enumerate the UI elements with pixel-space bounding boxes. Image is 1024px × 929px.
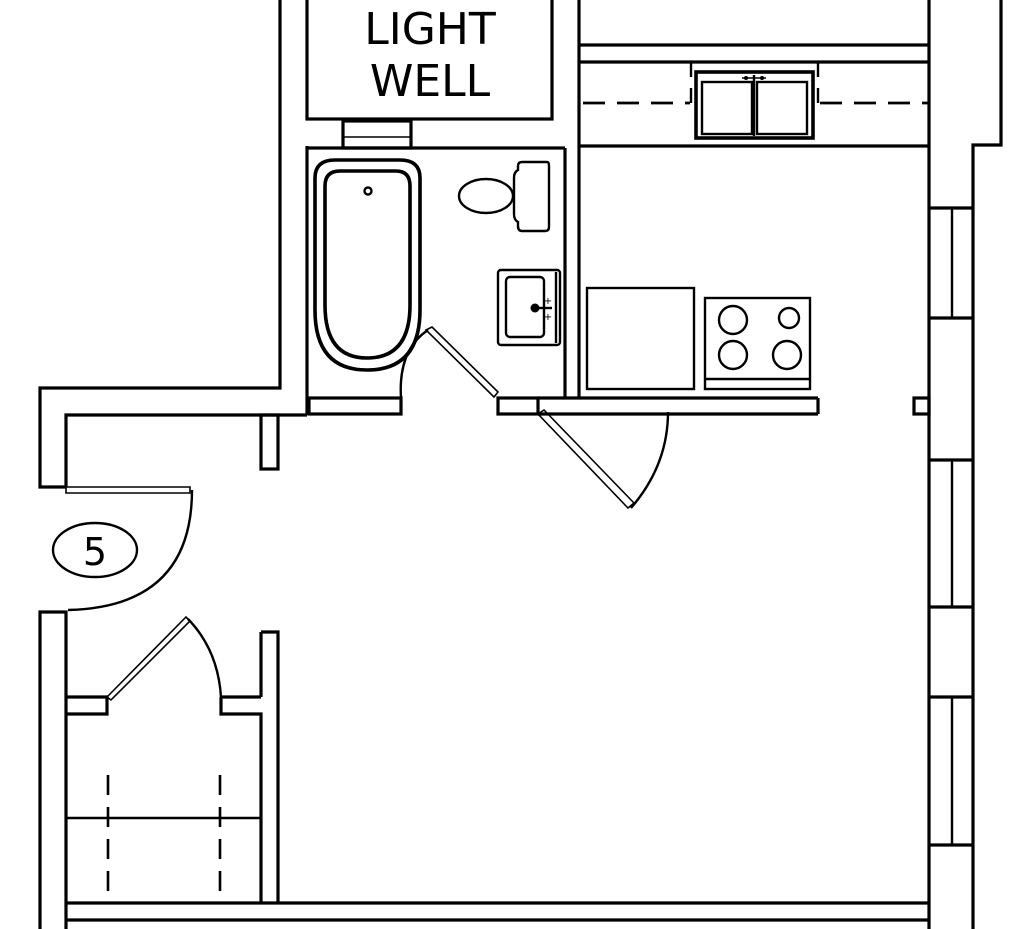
- wall-east: [912, 0, 1003, 929]
- bathtub: [313, 158, 422, 372]
- entry: 5: [51, 413, 280, 612]
- wall-upper-left: [38, 0, 309, 489]
- light-well-label-line1: LIGHT: [364, 4, 496, 55]
- refrigerator: [585, 286, 696, 391]
- svg-text:+: +: [544, 312, 552, 323]
- kitchen-door: [536, 408, 670, 510]
- light-well: LIGHT WELL: [305, 0, 554, 150]
- burner-icon: [717, 304, 749, 336]
- drain-icon: [363, 186, 373, 196]
- east-window-3: [929, 695, 973, 847]
- wall-bump: [912, 396, 931, 416]
- room-tag: [51, 521, 139, 579]
- east-window-1: [929, 206, 973, 320]
- kitchen-window: [689, 62, 820, 140]
- kitchen: [536, 43, 930, 510]
- burner-icon: [777, 306, 801, 330]
- vanity-sink: + +: [496, 268, 562, 347]
- toilet: [457, 160, 551, 233]
- bathroom: + +: [307, 0, 820, 416]
- closet: [66, 615, 280, 903]
- bathroom-door: [399, 326, 500, 399]
- range-4-burner: [703, 296, 812, 391]
- burner-icon: [771, 339, 803, 371]
- burner-icon: [717, 339, 749, 371]
- wall-south: [66, 901, 929, 922]
- east-window-2: [929, 458, 973, 609]
- entry-door: [65, 486, 191, 494]
- room-tag-number: 5: [83, 530, 107, 574]
- light-well-label-line2: WELL: [370, 56, 491, 107]
- svg-text:+: +: [544, 296, 552, 307]
- closet-door: [105, 615, 192, 702]
- wall-west-lower: [38, 610, 68, 929]
